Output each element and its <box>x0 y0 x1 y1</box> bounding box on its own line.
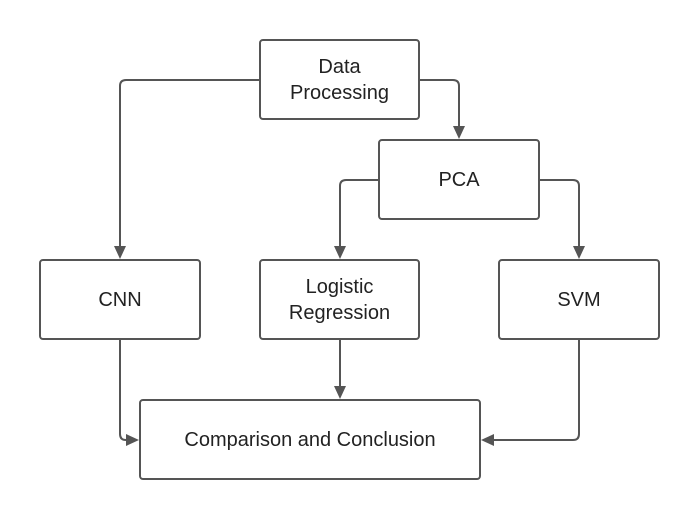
node-comparison-label: Comparison and Conclusion <box>184 428 436 451</box>
edge-pca-to-svm <box>540 179 580 248</box>
node-cnn: CNN <box>39 259 201 340</box>
edge-pca-to-logreg <box>339 179 378 248</box>
node-data-processing-label: Data Processing <box>290 55 389 104</box>
arrowhead-pca <box>453 126 465 139</box>
edge-cnn-to-comparison <box>119 340 128 441</box>
node-pca-label: PCA <box>438 168 480 191</box>
node-logistic-regression: Logistic Regression <box>259 259 420 340</box>
arrowhead-svm <box>573 246 585 259</box>
arrowhead-comparison-top <box>334 386 346 399</box>
node-data-processing: Data Processing <box>259 39 420 120</box>
node-svm: SVM <box>498 259 660 340</box>
edge-data-to-cnn <box>119 79 259 248</box>
arrowhead-comparison-left <box>126 434 139 446</box>
edge-svm-to-comparison <box>492 340 580 441</box>
arrowhead-logreg <box>334 246 346 259</box>
edge-data-to-pca <box>420 79 460 128</box>
node-logistic-regression-label: Logistic Regression <box>288 275 391 324</box>
node-pca: PCA <box>378 139 540 220</box>
node-comparison-and-conclusion: Comparison and Conclusion <box>139 399 481 480</box>
arrowhead-cnn <box>114 246 126 259</box>
node-cnn-label: CNN <box>98 288 142 311</box>
arrowhead-comparison-right <box>481 434 494 446</box>
node-svm-label: SVM <box>557 288 601 311</box>
